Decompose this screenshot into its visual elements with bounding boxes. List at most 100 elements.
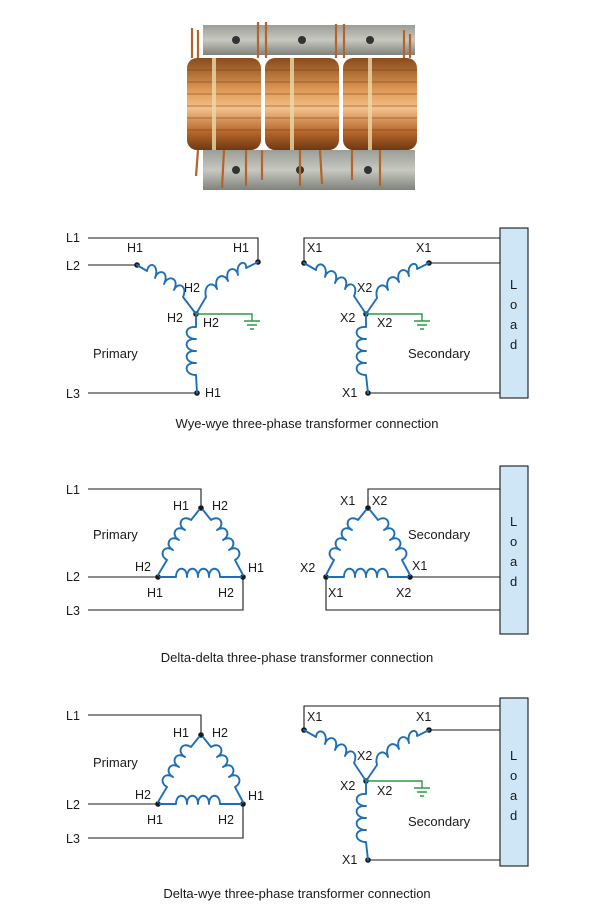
terminal-label: H1 [248,561,264,575]
sec-x1-left-wire [303,237,500,263]
terminal-label: Primary [93,527,138,542]
terminal-label: d [510,337,517,352]
terminal-label: L [510,277,517,292]
caption: Delta-wye three-phase transformer connec… [163,886,430,901]
ground-symbol [366,780,430,797]
secondary-coil-c [355,780,369,861]
terminal-label: X2 [357,281,372,295]
terminal-label: X1 [340,494,355,508]
terminal-label: X1 [307,241,322,255]
terminal-label: H1 [173,726,189,740]
ground-symbol [366,313,430,330]
terminal-label: L1 [66,483,80,497]
terminal-label: H2 [218,586,234,600]
primary-coil-left [157,509,200,576]
terminal-label: a [510,554,518,569]
transformer-photo [187,22,417,190]
primary-coil-bottom [159,567,242,578]
terminal-label: o [510,297,517,312]
terminal-label: a [510,317,518,332]
terminal-dot [155,801,161,807]
terminal-label: X1 [416,710,431,724]
terminal-label: H2 [167,311,183,325]
caption: Wye-wye three-phase transformer connecti… [176,416,439,431]
bolt-hole [298,36,306,44]
terminal-label: X1 [307,710,322,724]
terminal-label: X1 [342,386,357,400]
terminal-label: H2 [203,316,219,330]
terminal-label: Secondary [408,527,471,542]
terminal-label: L [510,514,517,529]
sec-top-wire [367,488,500,508]
primary-coil-b [195,261,259,315]
load-box [499,227,529,399]
caption: Delta-delta three-phase transformer conn… [161,650,433,665]
bolt-hole [364,166,372,174]
secondary-label: Secondary [408,346,471,361]
terminal-label: X2 [396,586,411,600]
terminal-label: H1 [127,241,143,255]
bolt-hole [232,36,240,44]
terminal-label: H2 [212,499,228,513]
terminal-label: X1 [412,559,427,573]
l1-wire [88,488,202,508]
primary-coil-left [157,736,200,803]
terminal-label: H2 [135,788,151,802]
terminal-label: H2 [135,560,151,574]
terminal-label: X2 [377,784,392,798]
terminal-label: X2 [372,494,387,508]
terminal-label: H2 [184,281,200,295]
terminal-label: d [510,808,517,823]
l1-wire [88,714,202,735]
terminal-label: H1 [205,386,221,400]
primary-coil-c [185,313,198,394]
delta-wye-section: L1 L2 L3 H1 H2 H2 H1 H1 H2 Primary X1 X1… [66,697,529,901]
terminal-label: o [510,534,517,549]
l3-wire [88,804,244,839]
terminal-label: Primary [93,755,138,770]
primary-coil-bottom [159,794,242,805]
terminal-dot [240,801,246,807]
terminal-label: X1 [416,241,431,255]
terminal-label: L3 [66,832,80,846]
terminal-label: H1 [147,813,163,827]
load-box [499,697,529,867]
terminal-label: L2 [66,798,80,812]
terminal-label: X2 [300,561,315,575]
terminal-label: H2 [218,813,234,827]
terminal-label: H2 [212,726,228,740]
terminal-label: X2 [340,779,355,793]
terminal-label: a [510,788,518,803]
line-label-l2: L2 [66,259,80,273]
terminal-label: X2 [340,311,355,325]
secondary-coil-left [325,509,367,576]
terminal-label: X1 [342,853,357,867]
terminal-label: L1 [66,709,80,723]
coil-2 [265,58,339,150]
terminal-label: Secondary [408,814,471,829]
load-box [499,465,529,635]
terminal-label: X2 [377,316,392,330]
secondary-coil-b [365,729,430,782]
terminal-label: X1 [328,586,343,600]
l3-wire [88,577,244,611]
terminal-label: H1 [248,789,264,803]
secondary-coil-bottom [327,567,409,578]
secondary-coil-b [365,262,430,315]
terminal-label: L2 [66,570,80,584]
secondary-coil-a [303,262,367,315]
terminal-dot [155,574,161,580]
primary-label: Primary [93,346,138,361]
sec-x1-left-wire [303,705,500,730]
terminal-label: H1 [233,241,249,255]
terminal-label: H1 [147,586,163,600]
coil-1 [187,58,261,150]
primary-coil-right [202,509,244,576]
coil-3 [343,58,417,150]
line-label-l1: L1 [66,231,80,245]
sec-left-wire [325,577,500,611]
secondary-coil-a [303,729,367,782]
secondary-coil-c [355,313,369,394]
terminal-label: L [510,748,517,763]
